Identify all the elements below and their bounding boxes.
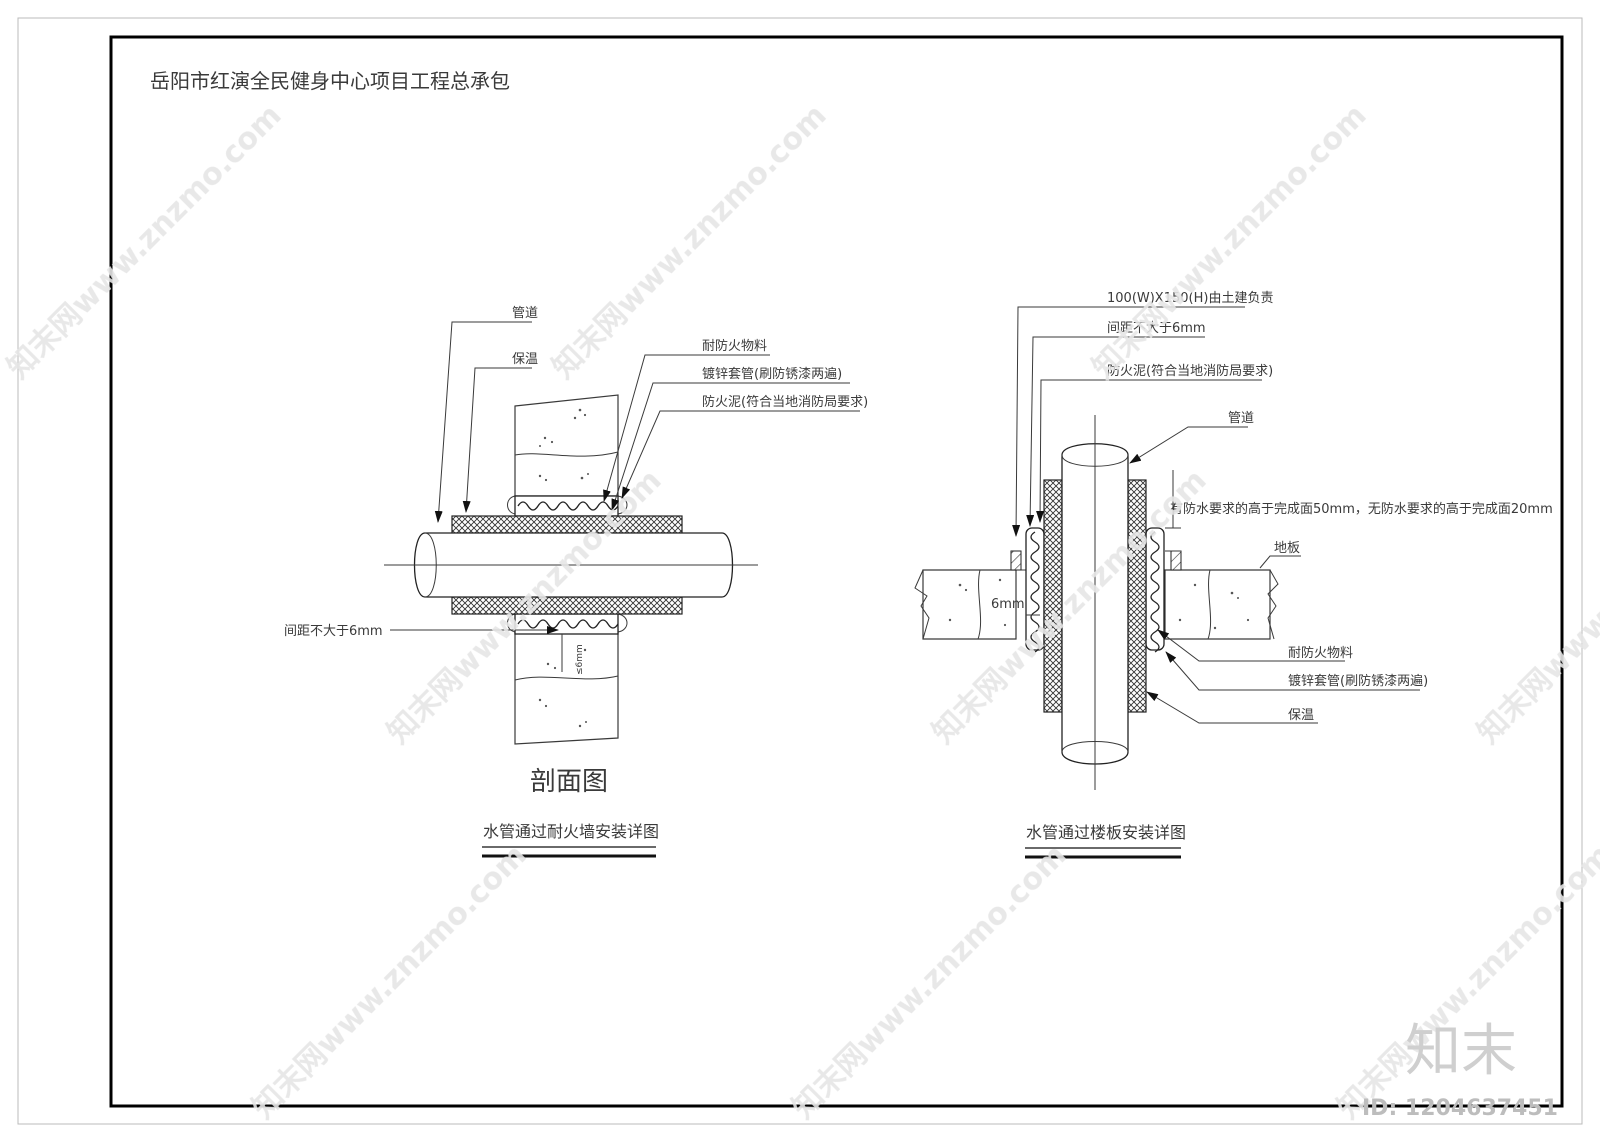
- watermark-text: 知末网www.znzmo.com: [1, 98, 289, 386]
- watermark-brand: 知末: [1405, 1019, 1517, 1084]
- label-gap: 间距不大于6mm: [284, 624, 383, 639]
- label-fire-mud: 防火泥(符合当地消防局要求): [702, 394, 868, 410]
- watermark-text: 知末网www.znzmo.com: [246, 838, 534, 1126]
- label-insulation: 保温: [512, 352, 538, 367]
- wall-penetration-detail: ≤6mm 管道 保温 耐防火物料 镀锌套管(刷防锈漆两遍) 防火泥(符合当地消防…: [284, 306, 868, 858]
- label-fire-mud-right: 防火泥(符合当地消防局要求): [1107, 363, 1273, 379]
- label-fire-material: 耐防火物料: [702, 338, 767, 354]
- label-sleeve: 镀锌套管(刷防锈漆两遍): [702, 366, 842, 382]
- project-title: 岳阳市红演全民健身中心项目工程总承包: [150, 69, 510, 93]
- wall-upper-block: [514, 394, 619, 497]
- caption-wall-detail: 水管通过耐火墙安装详图: [483, 822, 659, 841]
- watermark-text: 知末网www.znzmo.com: [546, 98, 834, 386]
- label-insulation-right: 保温: [1288, 708, 1314, 723]
- wall-lower-block: [514, 629, 619, 745]
- floor-slab-right: [1164, 569, 1271, 640]
- drawing-border: [109, 35, 1564, 1108]
- label-gap-right: 间距不大于6mm: [1107, 321, 1206, 336]
- insulation-top: [451, 515, 683, 534]
- label-pipe: 管道: [512, 306, 538, 321]
- watermark-id: ID: 1204637451: [1362, 1096, 1558, 1121]
- watermark-text: 知末网www.znzmo.com: [786, 838, 1074, 1126]
- dim-6mm: 6mm: [991, 597, 1025, 612]
- label-pipe-right: 管道: [1228, 411, 1254, 426]
- label-floor: 地板: [1274, 541, 1300, 556]
- label-fire-material-right: 耐防火物料: [1288, 645, 1353, 661]
- caption-floor-detail: 水管通过楼板安装详图: [1026, 823, 1186, 842]
- dim-small-gap: ≤6mm: [575, 644, 585, 675]
- label-height-note: 有防水要求的高于完成面50mm，无防水要求的高于完成面20mm: [1170, 501, 1553, 517]
- insulation-bottom: [451, 596, 683, 615]
- watermark-layer: 知末网www.znzmo.com 知末网www.znzmo.com 知末网www…: [1, 98, 1600, 1126]
- label-size-note: 100(W)X150(H)由土建负责: [1107, 291, 1273, 306]
- floor-penetration-detail: 6mm 100(W)X150(H)由土建负责 间距不大于6mm 防火泥(符合当地…: [914, 291, 1553, 859]
- watermark-text: 知末网www.znzmo.com: [1086, 98, 1374, 386]
- outer-frame: [17, 17, 1583, 1125]
- section-label: 剖面图: [530, 767, 608, 797]
- label-sleeve-right: 镀锌套管(刷防锈漆两遍): [1288, 673, 1428, 689]
